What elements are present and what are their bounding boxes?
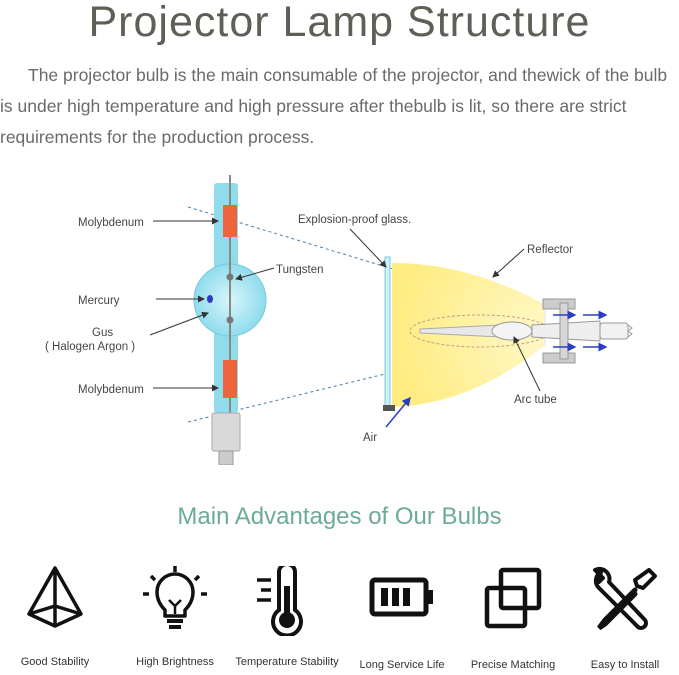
- label-explosion-proof-glass: Explosion-proof glass.: [298, 214, 411, 226]
- tungsten-electrode-bottom: [226, 316, 234, 324]
- battery-icon: [369, 577, 433, 617]
- molybdenum-top-foil: [223, 205, 237, 237]
- tungsten-electrode-top: [226, 273, 234, 281]
- advantage-long-service-life: Long Service Life: [347, 566, 457, 671]
- mercury-dot: [207, 295, 213, 303]
- lamp-structure-diagram: Molybdenum Mercury Gus ( Halogen Argon )…: [45, 175, 633, 465]
- advantage-label: Long Service Life: [359, 659, 445, 671]
- label-gus: Gus: [92, 327, 113, 339]
- page-title: Projector Lamp Structure: [88, 0, 591, 46]
- advantage-high-brightness: High Brightness: [120, 566, 230, 668]
- tools-icon: [593, 566, 657, 631]
- label-mercury: Mercury: [78, 295, 120, 307]
- advantage-easy-to-install: Easy to Install: [570, 566, 679, 671]
- explosion-proof-glass: [384, 256, 391, 408]
- advantage-label: Good Stability: [20, 656, 90, 668]
- label-arc-tube: Arc tube: [514, 394, 557, 406]
- overlapping-squares-icon: [484, 567, 542, 629]
- pyramid-icon: [27, 566, 83, 628]
- thermometer-icon: [257, 566, 303, 636]
- advantage-precise-matching: Precise Matching: [458, 566, 568, 671]
- lamp-base: [211, 412, 241, 452]
- advantage-label: Precise Matching: [470, 659, 556, 671]
- label-molybdenum-bottom: Molybdenum: [78, 384, 144, 396]
- advantage-temperature-stability: Temperature Stability: [232, 566, 342, 668]
- label-halogen-argon: ( Halogen Argon ): [45, 341, 135, 353]
- molybdenum-bottom-foil: [223, 360, 237, 398]
- label-reflector: Reflector: [527, 244, 573, 256]
- lamp-bulb: [193, 175, 267, 465]
- projection-line-top: [187, 206, 546, 316]
- advantage-label: Easy to Install: [590, 659, 660, 671]
- intro-paragraph: The projector bulb is the main consumabl…: [0, 65, 668, 147]
- advantages-title: Main Advantages of Our Bulbs: [177, 503, 502, 530]
- advantage-label: Temperature Stability: [235, 656, 339, 668]
- lightbulb-icon: [143, 566, 207, 629]
- advantage-good-stability: Good Stability: [0, 566, 110, 668]
- arc-tube: [409, 298, 633, 364]
- label-molybdenum-top: Molybdenum: [78, 217, 144, 229]
- label-tungsten: Tungsten: [276, 264, 324, 276]
- label-air: Air: [363, 432, 377, 444]
- advantage-label: High Brightness: [136, 656, 214, 668]
